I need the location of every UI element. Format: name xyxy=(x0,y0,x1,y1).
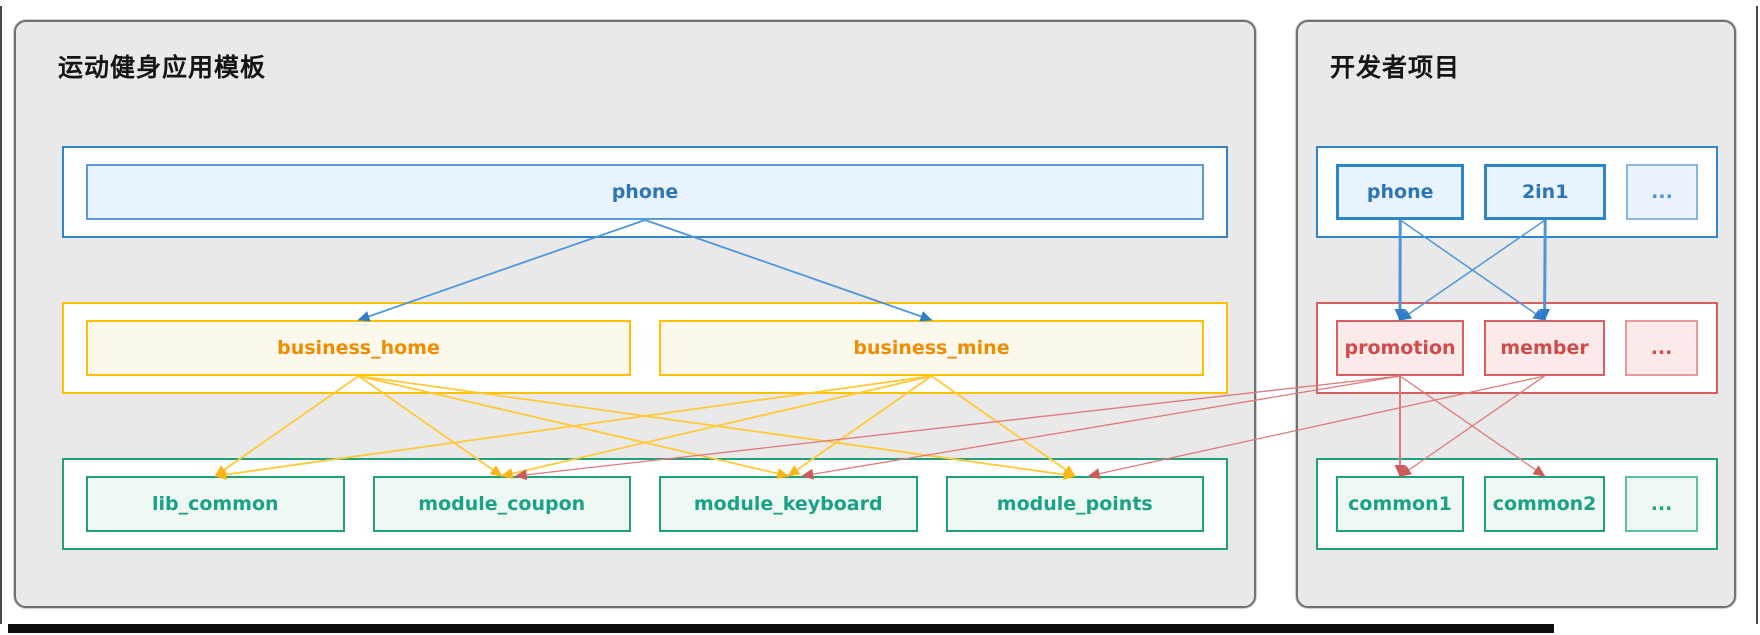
row-business-left: business_home business_mine xyxy=(62,302,1228,394)
row-entry-right: phone 2in1 ... xyxy=(1316,146,1718,238)
row-entry-left: phone xyxy=(62,146,1228,238)
row-business-right: promotion member ... xyxy=(1316,302,1718,394)
node-module-coupon: module_coupon xyxy=(372,476,631,532)
window-edge-right xyxy=(1756,6,1758,624)
node-entry-ellipsis: ... xyxy=(1626,164,1698,220)
node-business-mine: business_mine xyxy=(659,320,1204,376)
panel-title-app-template: 运动健身应用模板 xyxy=(58,53,267,82)
node-lib-common: lib_common xyxy=(86,476,345,532)
node-phone-developer: phone xyxy=(1336,164,1465,220)
node-business-ellipsis: ... xyxy=(1625,320,1698,376)
node-common2: common2 xyxy=(1484,476,1606,532)
panel-developer-project: 开发者项目 phone 2in1 ... promotion member ..… xyxy=(1296,20,1736,608)
row-commons-right: common1 common2 ... xyxy=(1316,458,1718,550)
node-2in1: 2in1 xyxy=(1484,164,1606,220)
panel-app-template: 运动健身应用模板 phone business_home business_mi… xyxy=(14,20,1256,608)
window-edge-bottom xyxy=(8,624,1554,633)
row-modules-left: lib_common module_coupon module_keyboard… xyxy=(62,458,1228,550)
node-phone-template: phone xyxy=(86,164,1204,220)
window-edge-left xyxy=(0,6,2,624)
node-module-keyboard: module_keyboard xyxy=(659,476,918,532)
node-commons-ellipsis: ... xyxy=(1625,476,1698,532)
node-business-home: business_home xyxy=(86,320,631,376)
node-member: member xyxy=(1484,320,1606,376)
panel-title-developer-project: 开发者项目 xyxy=(1330,53,1461,82)
node-module-points: module_points xyxy=(945,476,1204,532)
node-promotion: promotion xyxy=(1336,320,1464,376)
node-common1: common1 xyxy=(1336,476,1464,532)
